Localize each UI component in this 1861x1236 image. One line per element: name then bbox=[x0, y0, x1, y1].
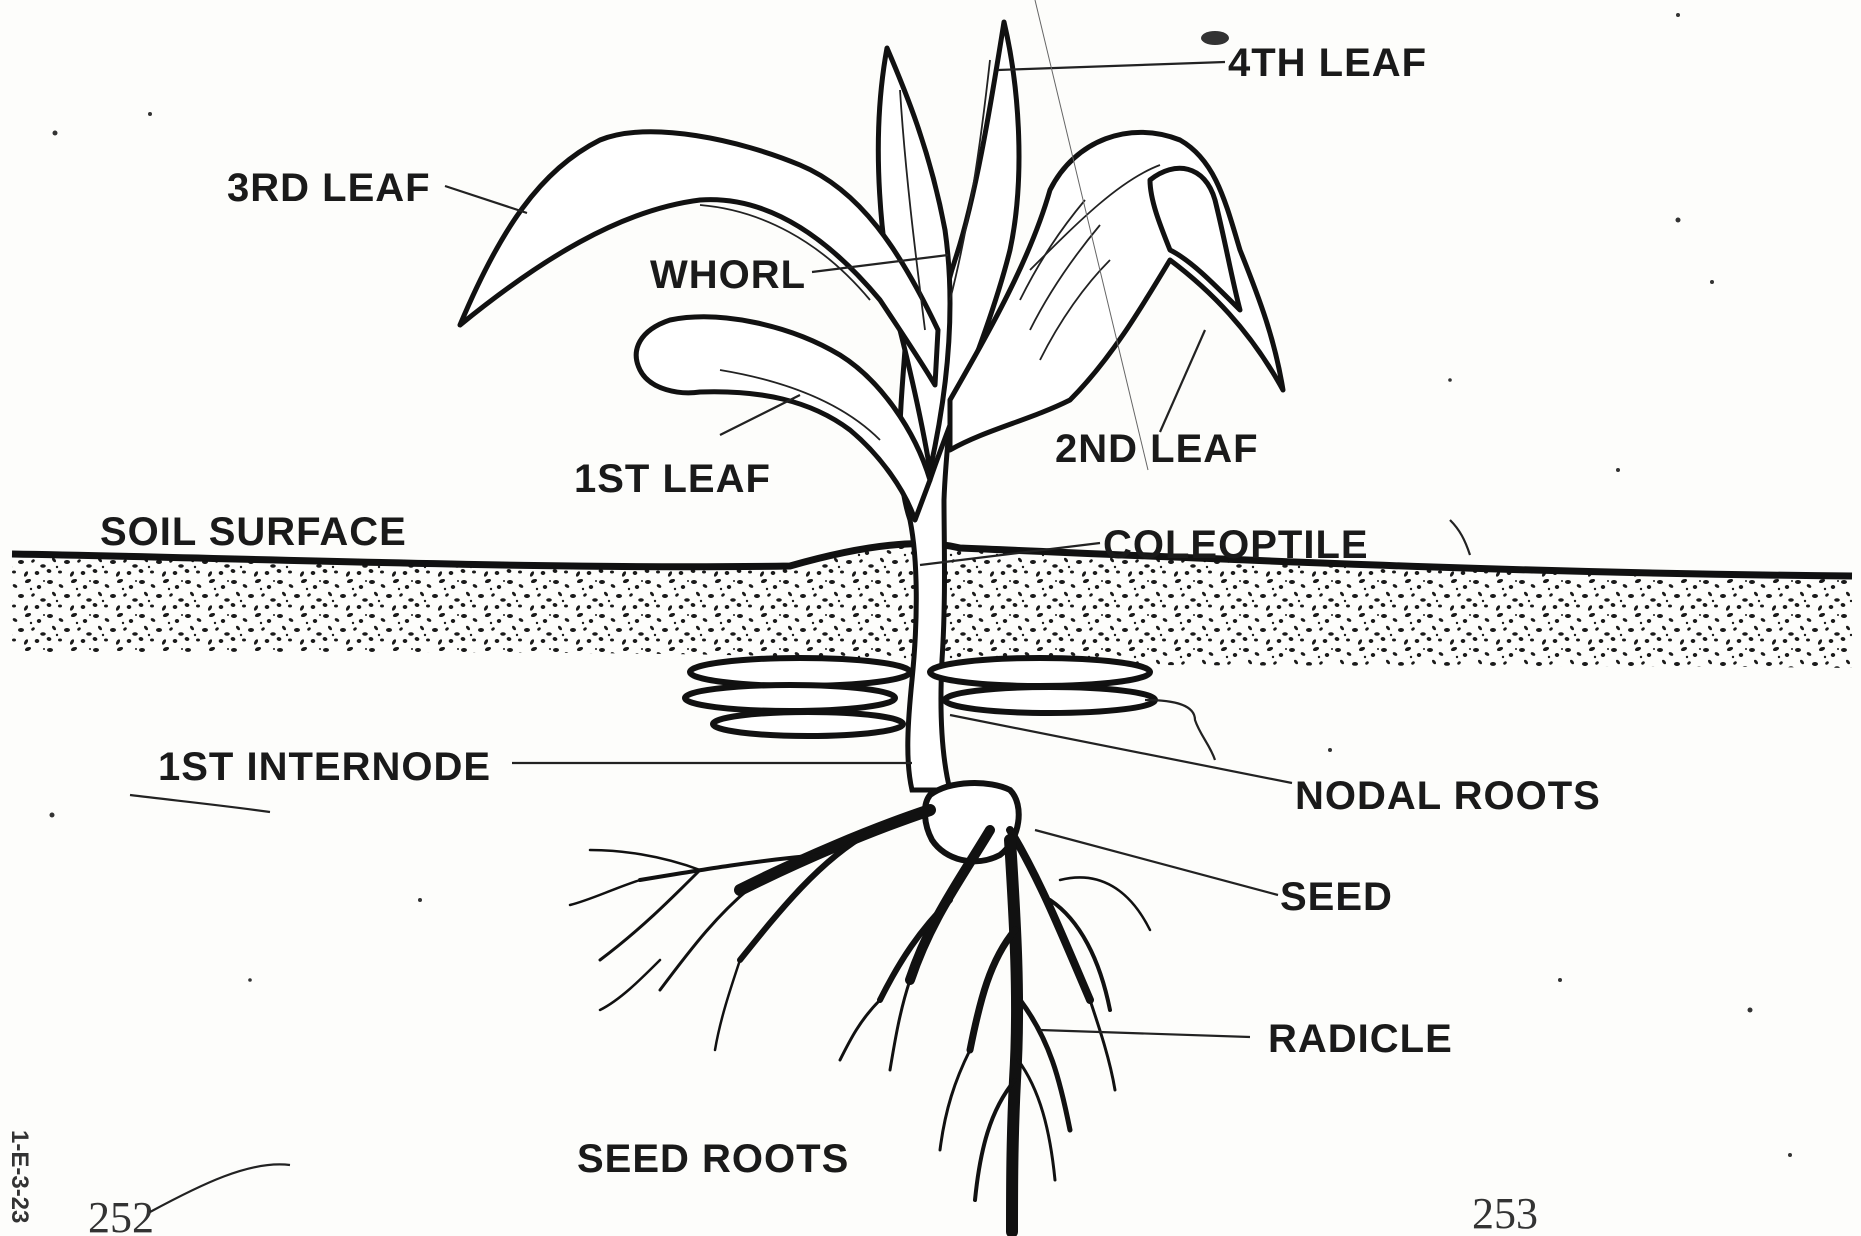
scan-mark-tick bbox=[1450, 520, 1470, 555]
label-coleoptile: COLEOPTILE bbox=[1103, 523, 1369, 567]
label-2nd-leaf: 2ND LEAF bbox=[1055, 427, 1259, 471]
label-whorl: WHORL bbox=[650, 253, 806, 297]
page-number-right: 253 bbox=[1472, 1189, 1538, 1236]
label-4th-leaf: 4TH LEAF bbox=[1228, 41, 1427, 85]
label-seed: SEED bbox=[1280, 875, 1393, 919]
page-number-left: 252 bbox=[88, 1193, 154, 1236]
page-number-scribble bbox=[150, 1164, 290, 1212]
scan-mark-hook bbox=[1145, 700, 1215, 760]
label-soil-surface: SOIL SURFACE bbox=[100, 510, 407, 554]
second-leaf-fold bbox=[1150, 168, 1240, 310]
side-catalog-code: 1-E-3-23 bbox=[6, 1130, 33, 1223]
label-seed-roots: SEED ROOTS bbox=[577, 1137, 849, 1181]
label-radicle: RADICLE bbox=[1268, 1017, 1453, 1061]
label-1st-leaf: 1ST LEAF bbox=[574, 457, 771, 501]
label-nodal-roots: NODAL ROOTS bbox=[1295, 774, 1601, 818]
seed-roots bbox=[570, 810, 1150, 1090]
scan-mark-line bbox=[130, 795, 270, 812]
label-3rd-leaf: 3RD LEAF bbox=[227, 166, 431, 210]
label-1st-internode: 1ST INTERNODE bbox=[158, 745, 491, 789]
